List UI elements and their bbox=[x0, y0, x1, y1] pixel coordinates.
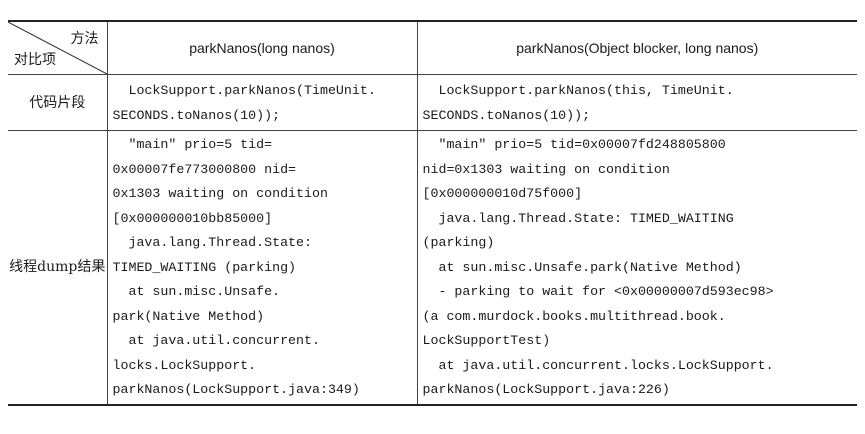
code-line: SECONDS.toNanos(10)); bbox=[112, 107, 281, 123]
code-cell: "main" prio=5 tid=0x00007fd248805800 nid=… bbox=[416, 130, 857, 406]
column-header-1: parkNanos(long nanos) bbox=[106, 20, 417, 75]
corner-label-method: 方法 bbox=[70, 31, 99, 47]
code-line: [0x000000010bb85000] bbox=[112, 210, 273, 226]
code-line: at java.util.concurrent. bbox=[112, 333, 320, 348]
code-line: java.lang.Thread.State: TIMED_WAITING bbox=[422, 210, 734, 226]
code-line: locks.LockSupport. bbox=[112, 357, 257, 373]
column-header-2: parkNanos(Object blocker, long nanos) bbox=[416, 20, 857, 75]
table-row-thread-dump: 线程dump结果 "main" prio=5 tid= 0x00007fe7730… bbox=[8, 130, 857, 406]
code-line: LockSupportTest) bbox=[422, 333, 551, 348]
code-cell: "main" prio=5 tid= 0x00007fe773000800 nid… bbox=[106, 130, 417, 406]
row-label-line: 代码片段 bbox=[29, 94, 86, 111]
table-row-code-snippet: 代码片段 LockSupport.parkNanos(TimeUnit. SECO… bbox=[8, 74, 857, 131]
corner-label-item: 对比项 bbox=[14, 52, 56, 68]
diagonal-divider bbox=[8, 22, 107, 74]
code-line: (a com.murdock.books.multithread.book. bbox=[422, 308, 726, 324]
code-line: TIMED_WAITING (parking) bbox=[112, 259, 297, 275]
code-line: SECONDS.toNanos(10)); bbox=[422, 107, 591, 123]
header-row: 方法 对比项 parkNanos(long nanos) parkNanos(O… bbox=[8, 20, 857, 75]
code-line: at java.util.concurrent.locks.LockSuppor… bbox=[422, 357, 774, 373]
code-line: parkNanos(LockSupport.java:349) bbox=[112, 382, 360, 397]
code-line: LockSupport.parkNanos(TimeUnit. bbox=[112, 83, 376, 98]
comparison-table: 方法 对比项 parkNanos(long nanos) parkNanos(O… bbox=[8, 20, 857, 406]
code-line: 0x00007fe773000800 nid= bbox=[112, 161, 297, 177]
code-line: nid=0x1303 waiting on condition bbox=[422, 161, 670, 177]
code-line: (parking) bbox=[422, 235, 495, 250]
code-line: "main" prio=5 tid= bbox=[112, 137, 273, 152]
row-label-thread-dump: 线程dump结果 bbox=[8, 130, 107, 406]
code-line: LockSupport.parkNanos(this, TimeUnit. bbox=[422, 83, 734, 98]
code-line: [0x000000010d75f000] bbox=[422, 186, 583, 201]
code-line: at sun.misc.Unsafe.park(Native Method) bbox=[422, 259, 742, 275]
row-label-line: 结果 bbox=[77, 259, 106, 276]
corner-cell: 方法 对比项 bbox=[8, 20, 107, 75]
row-label-code-snippet: 代码片段 bbox=[8, 74, 107, 131]
code-line: parkNanos(LockSupport.java:226) bbox=[422, 382, 670, 397]
code-line: "main" prio=5 tid=0x00007fd248805800 bbox=[422, 137, 726, 152]
code-line: at sun.misc.Unsafe. bbox=[112, 284, 281, 299]
code-line: park(Native Method) bbox=[112, 308, 265, 324]
code-line: 0x1303 waiting on condition bbox=[112, 186, 328, 201]
row-label-line: 线程 bbox=[9, 259, 38, 276]
code-cell: LockSupport.parkNanos(TimeUnit. SECONDS.t… bbox=[106, 74, 417, 131]
row-label-line: dump bbox=[37, 259, 78, 276]
code-line: java.lang.Thread.State: bbox=[112, 235, 312, 250]
code-line: - parking to wait for <0x00000007d593ec9… bbox=[422, 284, 774, 299]
code-cell: LockSupport.parkNanos(this, TimeUnit. SEC… bbox=[416, 74, 857, 131]
